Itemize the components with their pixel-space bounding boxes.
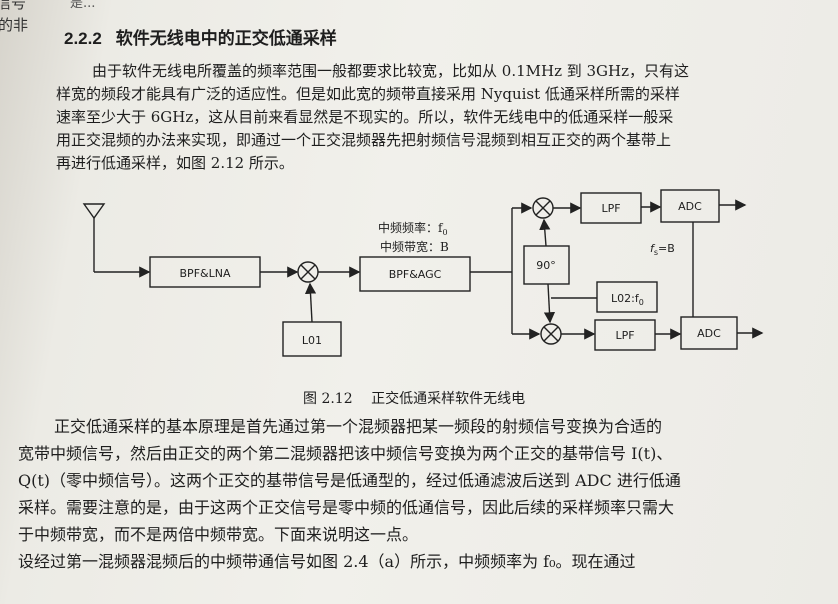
mixer1-icon (297, 261, 319, 283)
section-heading: 2.2.2 软件无线电中的正交低通采样 (64, 24, 337, 49)
figure-caption: 图 2.12 正交低通采样软件无线电 (303, 388, 539, 408)
margin-fragment: 的非 (0, 16, 29, 34)
text-line: 由于软件无线电所覆盖的频率范围一般都要求比较宽，比如从 0.1MHz 到 3GH… (92, 62, 690, 80)
text-line: 用正交混频的办法来实现，即通过一个正交混频器先把射频信号混频到相互正交的两个基带… (56, 131, 672, 149)
fs-label: fs=B (650, 242, 675, 257)
intro-paragraph: 由于软件无线电所覆盖的频率范围一般都要求比较宽，比如从 0.1MHz 到 3GH… (56, 60, 689, 175)
text-line: 宽带中频信号，然后由正交的两个第二混频器把该中频信号变换为两个正交的基带信号 I… (18, 444, 673, 463)
section-number: 2.2.2 (64, 29, 102, 48)
text-line: 设经过第一混频器混频后的中频带通信号如图 2.4（a）所示，中频频率为 f₀。现… (18, 552, 636, 571)
lpf-bottom-block (594, 319, 656, 351)
lpf-top-block (580, 192, 642, 224)
text-line: 速率至少大于 6GHz，这从目前来看显然是不现实的。所以，软件无线电中的低通采样… (56, 108, 674, 126)
text-line: 再进行低通采样，如图 2.12 所示。 (56, 154, 294, 172)
bpf-agc-label: BPF&AGC (389, 268, 442, 281)
body-paragraph: 正交低通采样的基本原理是首先通过第一个混频器把某一频段的射频信号变换为合适的 宽… (18, 413, 681, 575)
text-line: 采样。需要注意的是，由于这两个正交信号是零中频的低通信号，因此后续的采样频率只需… (18, 498, 675, 517)
adc-bottom-label: ADC (697, 327, 721, 340)
text-line: 于中频带宽，而不是两倍中频带宽。下面来说明这一点。 (18, 525, 419, 544)
mixer2-bottom-icon (540, 323, 562, 345)
adc-top-label: ADC (678, 200, 702, 213)
lo1-label: L01 (302, 334, 322, 347)
margin-fragment: 信号 (0, 0, 27, 12)
lo2-label: L02:f0 (611, 292, 644, 307)
lpf-bottom-label: LPF (615, 329, 634, 342)
mixer2-top-icon (532, 197, 554, 219)
adc-top-block (660, 189, 720, 223)
text-line: 样宽的频段才能具有广泛的适应性。但是如此宽的频带直接采用 Nyquist 低通采… (56, 85, 680, 103)
figure-title: 正交低通采样软件无线电 (371, 391, 526, 407)
lpf-top-label: LPF (601, 202, 620, 215)
lo2-block (596, 281, 658, 313)
bpf-agc-block (359, 256, 471, 292)
margin-fragment: 是... (70, 0, 96, 11)
figure-number: 图 2.12 (303, 391, 353, 407)
text-line: Q(t)（零中频信号）。这两个正交的基带信号是低通型的，经过低通滤波后送到 AD… (18, 471, 681, 490)
bpf-lna-label: BPF&LNA (180, 267, 231, 280)
if-bandwidth-label: 中频带宽：B (380, 239, 449, 254)
phase-shift-90-block (523, 245, 570, 285)
section-title: 软件无线电中的正交低通采样 (115, 29, 337, 49)
antenna-icon (82, 203, 106, 272)
phase-label: 90° (536, 259, 556, 272)
if-frequency-label: 中频频率：f0 (378, 220, 448, 237)
text-line: 正交低通采样的基本原理是首先通过第一个混频器把某一频段的射频信号变换为合适的 (54, 417, 663, 436)
